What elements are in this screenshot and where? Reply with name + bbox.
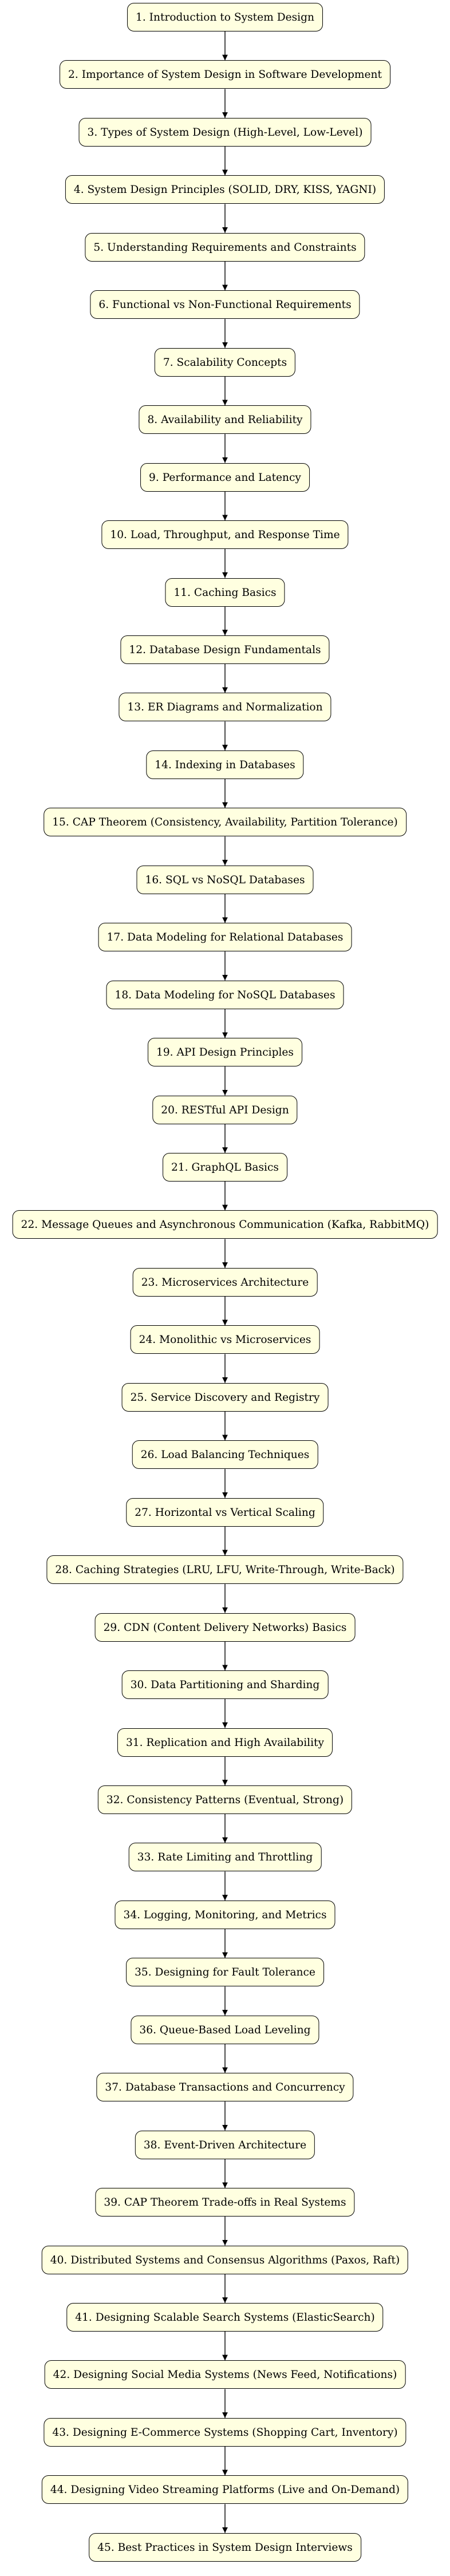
- flow-node: 21. GraphQL Basics: [163, 1153, 287, 1182]
- flow-node: 27. Horizontal vs Vertical Scaling: [126, 1498, 324, 1527]
- flow-node: 22. Message Queues and Asynchronous Comm…: [12, 1210, 438, 1239]
- flow-node: 7. Scalability Concepts: [154, 347, 296, 377]
- flow-node: 9. Performance and Latency: [140, 463, 310, 492]
- flow-node: 34. Logging, Monitoring, and Metrics: [115, 1900, 335, 1929]
- flow-node: 37. Database Transactions and Concurrenc…: [96, 2073, 354, 2102]
- flow-node: 8. Availability and Reliability: [139, 405, 311, 434]
- flow-node: 30. Data Partitioning and Sharding: [121, 1670, 329, 1700]
- flow-node: 19. API Design Principles: [148, 1038, 302, 1067]
- flow-node: 41. Designing Scalable Search Systems (E…: [66, 2303, 384, 2332]
- flow-node: 44. Designing Video Streaming Platforms …: [41, 2475, 409, 2504]
- flow-node: 6. Functional vs Non-Functional Requirem…: [90, 290, 360, 319]
- flow-node: 25. Service Discovery and Registry: [121, 1382, 329, 1412]
- flow-node: 10. Load, Throughput, and Response Time: [101, 520, 349, 550]
- flow-node: 45. Best Practices in System Design Inte…: [89, 2532, 361, 2562]
- flow-node: 35. Designing for Fault Tolerance: [126, 1958, 324, 1987]
- flow-node: 16. SQL vs NoSQL Databases: [136, 865, 314, 894]
- flow-node: 32. Consistency Patterns (Eventual, Stro…: [97, 1785, 353, 1814]
- flow-node: 2. Importance of System Design in Softwa…: [60, 60, 390, 89]
- flow-node: 28. Caching Strategies (LRU, LFU, Write-…: [46, 1555, 404, 1585]
- flow-node: 23. Microservices Architecture: [132, 1267, 318, 1297]
- flow-node: 43. Designing E-Commerce Systems (Shoppi…: [44, 2417, 406, 2447]
- flow-node: 39. CAP Theorem Trade-offs in Real Syste…: [95, 2188, 355, 2217]
- flow-node: 42. Designing Social Media Systems (News…: [44, 2360, 406, 2389]
- flow-node: 4. System Design Principles (SOLID, DRY,…: [65, 175, 385, 204]
- flow-node: 11. Caching Basics: [165, 578, 285, 607]
- flow-node: 12. Database Design Fundamentals: [120, 635, 330, 664]
- flow-node: 14. Indexing in Databases: [146, 750, 304, 779]
- flow-node: 15. CAP Theorem (Consistency, Availabili…: [44, 808, 406, 837]
- flow-node: 20. RESTful API Design: [152, 1095, 298, 1124]
- flow-node: 13. ER Diagrams and Normalization: [119, 693, 331, 722]
- flow-node: 33. Rate Limiting and Throttling: [128, 1843, 322, 1872]
- flow-node: 1. Introduction to System Design: [127, 3, 323, 31]
- flow-node: 18. Data Modeling for NoSQL Databases: [106, 980, 344, 1009]
- flow-node: 31. Replication and High Availability: [117, 1728, 333, 1757]
- flow-node: 40. Distributed Systems and Consensus Al…: [41, 2245, 409, 2274]
- flow-node: 26. Load Balancing Techniques: [132, 1440, 318, 1469]
- flow-node: 5. Understanding Requirements and Constr…: [85, 232, 365, 262]
- flow-node: 17. Data Modeling for Relational Databas…: [98, 923, 352, 952]
- flow-node: 38. Event-Driven Architecture: [135, 2130, 315, 2159]
- flow-node: 36. Queue-Based Load Leveling: [131, 2015, 319, 2044]
- flow-node: 24. Monolithic vs Microservices: [130, 1325, 320, 1354]
- flow-node: 3. Types of System Design (High-Level, L…: [78, 117, 372, 147]
- flow-node: 29. CDN (Content Delivery Networks) Basi…: [94, 1613, 356, 1642]
